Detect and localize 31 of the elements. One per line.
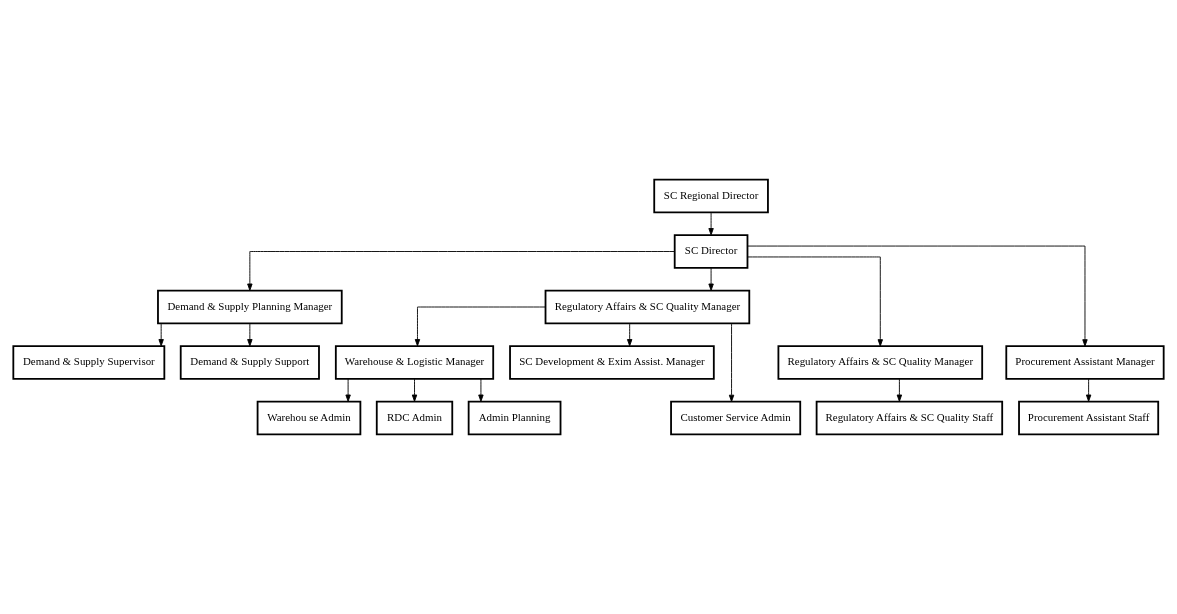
node-box: SC Development & Exim Assist. Manager	[509, 345, 715, 380]
node-box: SC Director	[673, 234, 749, 269]
arrow	[411, 378, 418, 402]
arrow	[708, 267, 714, 291]
arrow	[747, 245, 1088, 347]
arrow	[247, 251, 675, 291]
node-box: Regulatory Affairs & SC Quality Manager	[544, 289, 751, 325]
arrow	[478, 378, 484, 402]
arrow	[345, 378, 351, 402]
node-box: SC Regional Director	[653, 178, 769, 214]
node-box: Demand & Supply Support	[179, 345, 320, 380]
node-box: Admin Planning	[467, 400, 562, 436]
node-box: RDC Admin	[375, 400, 454, 436]
node-box: Customer Service Admin	[670, 400, 802, 436]
arrow	[627, 323, 633, 347]
arrow	[158, 323, 164, 347]
node-box: Regulatory Affairs & SC Quality Staff	[815, 400, 1004, 436]
node-box: Demand & Supply Supervisor	[12, 345, 166, 380]
arrow	[708, 212, 714, 236]
node-box: Demand & Supply Planning Manager	[157, 289, 343, 325]
node-box: Procurement Assistant Staff	[1018, 400, 1160, 436]
arrow	[414, 306, 546, 347]
node-box: Warehou se Admin	[256, 400, 362, 436]
node-box: Procurement Assistant Manager	[1005, 345, 1165, 380]
arrow	[728, 322, 735, 402]
arrow	[247, 323, 253, 347]
arrow	[896, 378, 903, 402]
arrow	[747, 256, 883, 347]
node-box: Warehouse & Logistic Manager	[334, 345, 495, 380]
node-box: Regulatory Affairs & SC Quality Manager	[777, 345, 984, 380]
arrow	[1085, 378, 1092, 402]
